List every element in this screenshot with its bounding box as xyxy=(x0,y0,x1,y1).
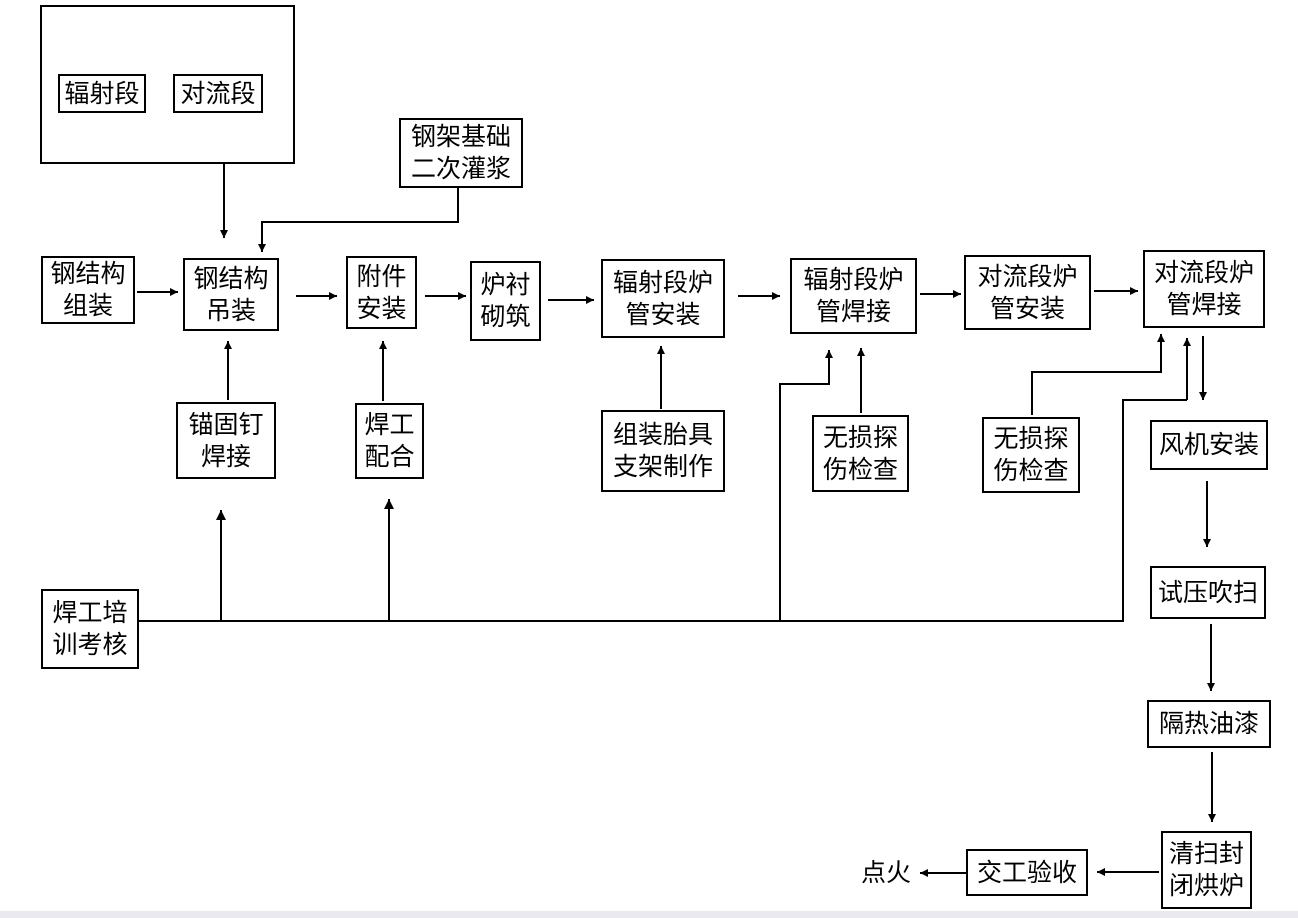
node-rad-tube-install: 辐射段炉 管安装 xyxy=(601,259,725,338)
node-welder-support: 焊工 配合 xyxy=(355,403,424,479)
node-ndt-1: 无损探 伤检查 xyxy=(812,415,909,492)
node-anchor-weld: 锚固钉 焊接 xyxy=(176,402,276,479)
node-conv-tube-install: 对流段炉 管安装 xyxy=(964,255,1091,330)
group-item-convection: 对流段 xyxy=(173,74,263,113)
node-welder-training: 焊工培 训考核 xyxy=(41,589,139,669)
bottom-edge-strip xyxy=(0,911,1298,918)
arrow-grout-to-lifting xyxy=(258,186,459,252)
arrow-bus-to-radweld xyxy=(779,350,833,621)
node-insulation-paint: 隔热油漆 xyxy=(1147,700,1271,748)
group-item-radiant: 辐射段 xyxy=(58,74,146,113)
node-attachment: 附件 安装 xyxy=(346,256,417,329)
node-rad-tube-weld: 辐射段炉 管焊接 xyxy=(790,258,917,334)
node-clean-seal-dry: 清扫封 闭烘炉 xyxy=(1161,831,1252,909)
node-handover: 交工验收 xyxy=(966,849,1088,896)
end-label-ignition: 点火 xyxy=(861,858,912,887)
node-pressure-test: 试压吹扫 xyxy=(1150,566,1266,619)
node-steel-assembly: 钢结构 组装 xyxy=(41,256,135,324)
training-bus-line xyxy=(139,399,1187,622)
node-lining: 炉衬 砌筑 xyxy=(470,261,541,341)
node-conv-tube-weld: 对流段炉 管焊接 xyxy=(1143,250,1265,328)
node-grout: 钢架基础 二次灌浆 xyxy=(399,118,523,188)
arrow-ndt2-to-convweld xyxy=(1031,334,1165,415)
node-fan-install: 风机安装 xyxy=(1150,420,1268,470)
node-ndt-2: 无损探 伤检查 xyxy=(982,417,1080,493)
node-jig-fabrication: 组装胎具 支架制作 xyxy=(601,410,725,492)
node-steel-lifting: 钢结构 吊装 xyxy=(183,258,279,331)
